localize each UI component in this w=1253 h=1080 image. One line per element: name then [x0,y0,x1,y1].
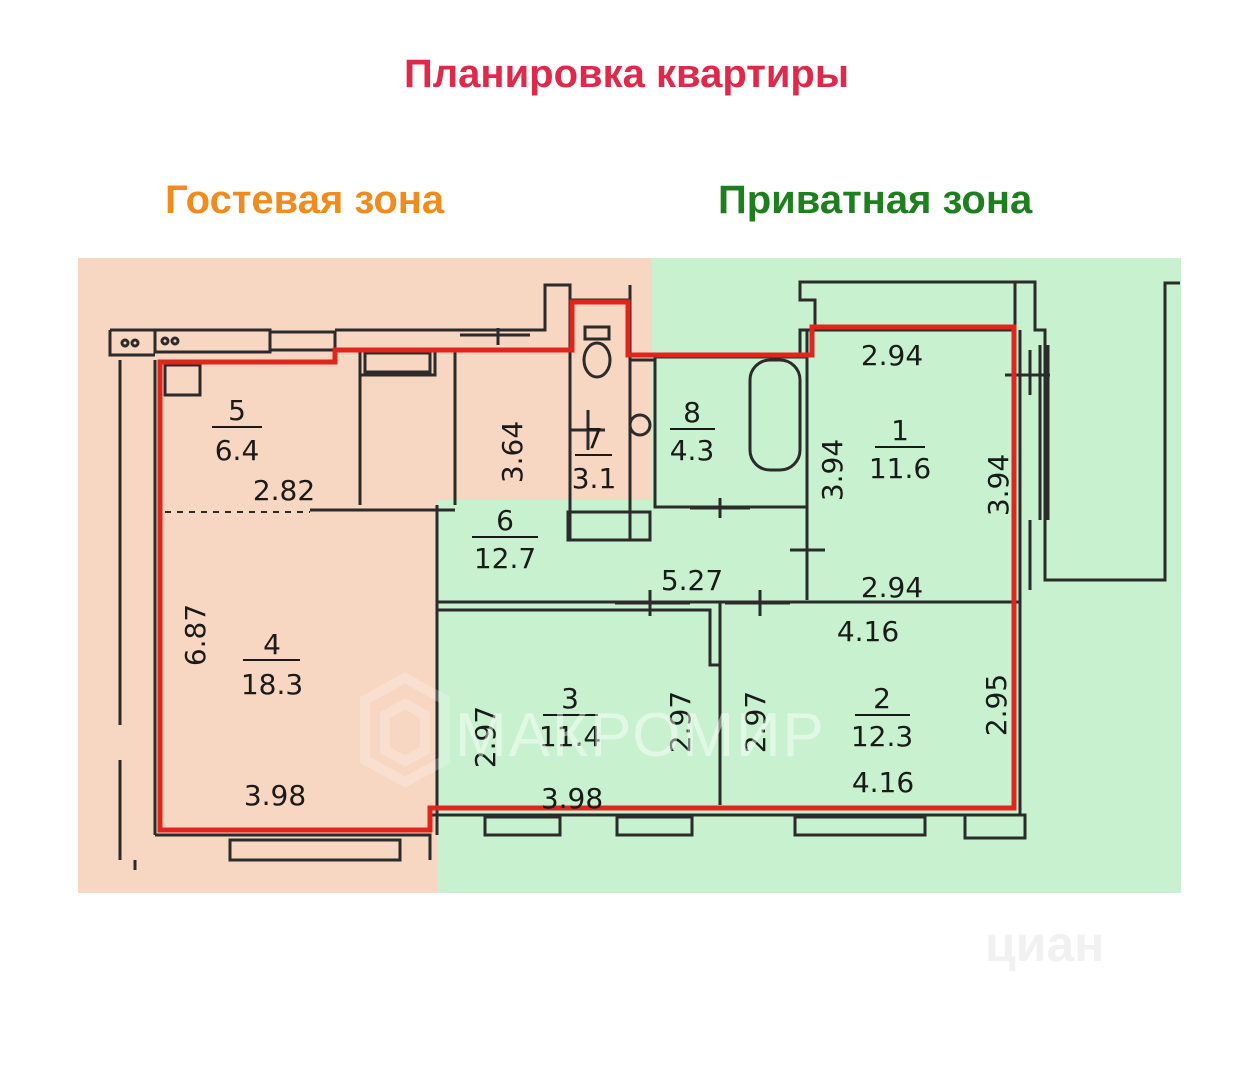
room-7-area: 3.1 [572,462,617,495]
dim-room2-left: 2.97 [739,691,772,753]
room-4-number: 4 [263,628,281,661]
guest-zone-title: Гостевая зона [165,178,445,222]
dimension-labels: 2.94 2.94 3.94 3.94 4.16 4.16 2.97 2.95 … [179,339,1015,815]
site-watermark: циан [985,916,1105,972]
dim-room4-left: 6.87 [179,604,212,666]
room-5-number: 5 [228,394,246,427]
dim-hall-depth: 3.64 [496,421,529,483]
dim-room5-width: 2.82 [253,474,315,507]
room-6-area: 12.7 [474,542,536,575]
dim-room3-left: 2.97 [469,706,502,768]
room-labels: 1 11.6 2 12.3 3 11.4 4 18.3 5 6.4 6 12.7… [212,394,931,753]
room-6-number: 6 [496,504,514,537]
dim-hall-width: 5.27 [661,564,723,597]
dim-room1-top: 2.94 [861,339,923,372]
room-1-number: 1 [891,414,909,447]
dim-room2-top: 4.16 [837,615,899,648]
room-4-area: 18.3 [241,668,303,701]
room-8-area: 4.3 [670,434,715,467]
dim-room2-right: 2.95 [980,674,1013,736]
walls [108,280,1180,870]
room-1-area: 11.6 [869,452,931,485]
room-2-area: 12.3 [851,720,913,753]
room-8-number: 8 [683,396,701,429]
dim-room2-bottom: 4.16 [852,766,914,799]
room-2-number: 2 [873,682,891,715]
room-5-area: 6.4 [215,434,260,467]
private-zone-title: Приватная зона [718,178,1033,222]
private-zone-area [437,258,1181,893]
guest-zone-area [78,258,652,893]
dim-room1-bottom: 2.94 [861,571,923,604]
dim-room3-bottom: 3.98 [541,782,603,815]
brand-watermark: МАКРОМИР [455,701,826,770]
dim-room3-right: 2.97 [664,691,697,753]
page-title: Планировка квартиры [404,52,849,96]
apartment-outline [157,299,1017,833]
room-3-area: 11.4 [539,720,601,753]
dim-room1-left: 3.94 [816,439,849,501]
dim-room4-bottom: 3.98 [244,779,306,812]
brand-logo-icon [360,672,450,788]
room-7-number: 7 [585,422,603,455]
dim-room1-right: 3.94 [982,454,1015,516]
room-3-number: 3 [561,682,579,715]
